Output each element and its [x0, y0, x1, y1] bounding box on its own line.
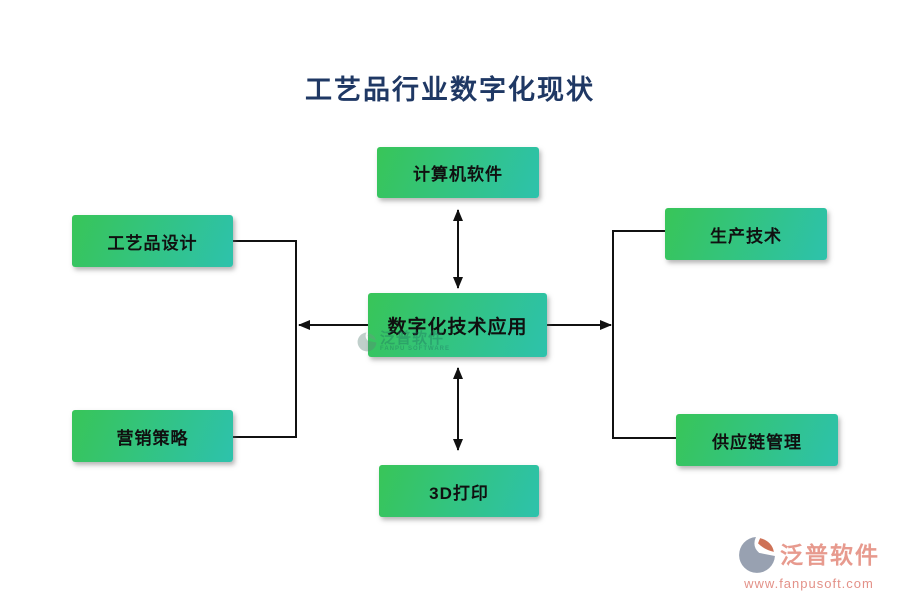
- inner-watermark-subtitle: FANPU SOFTWARE: [380, 346, 451, 352]
- node-label: 生产技术: [710, 226, 782, 246]
- connector-left-bracket: [233, 240, 297, 438]
- footer-watermark-url: www.fanpusoft.com: [744, 576, 874, 591]
- node-label: 3D打印: [429, 483, 489, 503]
- node-computer-software: 计算机软件: [377, 147, 539, 198]
- node-label: 数字化技术应用: [387, 316, 528, 338]
- node-label: 营销策略: [116, 428, 189, 448]
- node-digital-technology-application: 数字化技术应用 泛普软件 FANPU SOFTWARE: [357, 293, 547, 357]
- node-label: 供应链管理: [712, 432, 802, 452]
- connector-right-bracket: [612, 230, 676, 439]
- fanpu-logo-icon: [739, 537, 775, 573]
- footer-watermark-name: 泛普软件: [780, 541, 880, 568]
- node-supply-chain-management: 供应链管理: [676, 414, 838, 466]
- fanpu-logo-icon: [357, 332, 377, 351]
- node-craft-design: 工艺品设计: [72, 215, 233, 267]
- footer-watermark: 泛普软件 www.fanpusoft.com: [738, 536, 880, 590]
- node-marketing-strategy: 营销策略: [72, 410, 233, 462]
- node-label: 工艺品设计: [107, 233, 198, 253]
- node-label: 计算机软件: [413, 165, 503, 184]
- node-3d-printing: 3D打印: [379, 465, 539, 517]
- page-title: 工艺品行业数字化现状: [305, 75, 595, 105]
- node-production-technology: 生产技术: [665, 208, 827, 260]
